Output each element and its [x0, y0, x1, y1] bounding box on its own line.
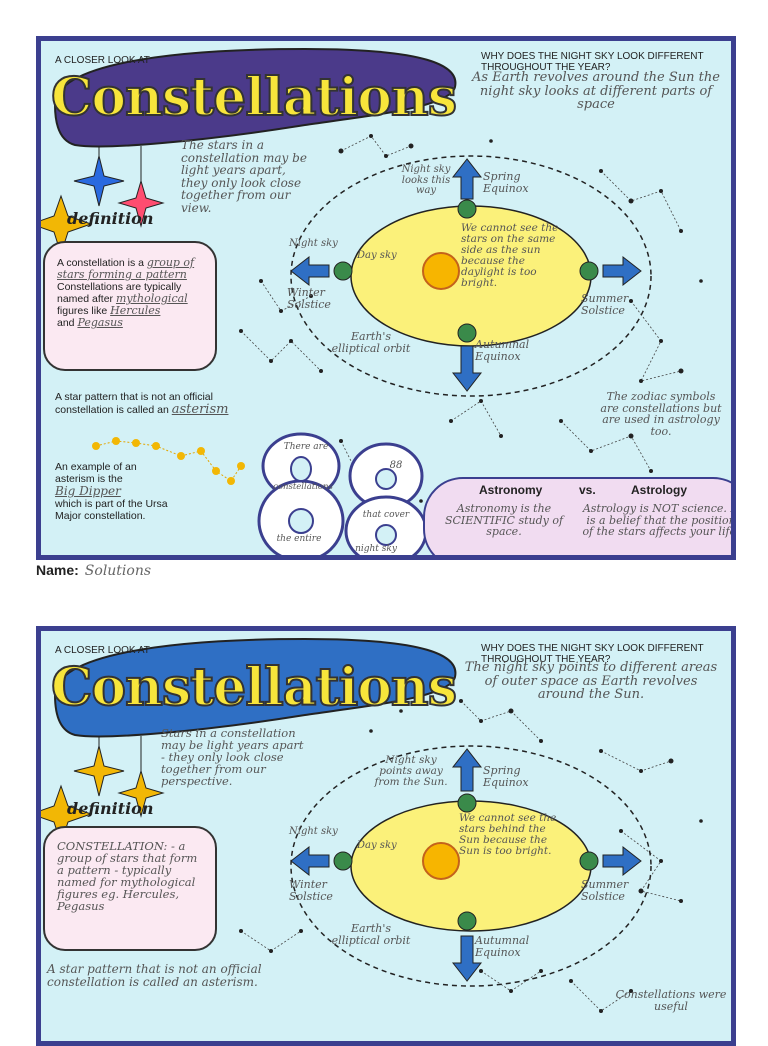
label-night-sky-top: Night sky looks this way — [401, 164, 451, 196]
def-fill-3: Hercules — [110, 304, 161, 318]
n88-a: There are — [283, 442, 329, 452]
label-spring-equinox: Spring Equinox — [483, 170, 529, 195]
n88-e: that cover — [362, 510, 410, 520]
label-autumnal-equinox-2: Autumnal Equinox — [475, 934, 530, 959]
zodiac-note: The zodiac symbols are constellations bu… — [600, 390, 722, 438]
name-label: Name: — [36, 562, 79, 578]
label-orbit-2: Earth's elliptical orbit — [331, 922, 411, 947]
number-88-graphic — [257, 432, 428, 555]
label-orbit: Earth's elliptical orbit — [331, 330, 411, 355]
label-summer-solstice-2: Summer Solstice — [581, 878, 629, 903]
question-text-2: WHY DOES THE NIGHT SKY LOOK DIFFERENT TH… — [481, 643, 704, 665]
def-fill-2: mythological — [115, 292, 188, 306]
corner-note-2: Constellations were useful — [615, 988, 727, 1013]
title-banner — [53, 47, 457, 148]
label-center-note: We cannot see the stars on the same side… — [461, 222, 559, 290]
def-fill-1: group of stars forming a pattern — [57, 256, 195, 282]
orbit-diagram — [290, 155, 652, 397]
label-spring-equinox-2: Spring Equinox — [483, 764, 529, 789]
asterism-fill: asterism — [171, 402, 229, 418]
vs-label: vs. — [579, 483, 596, 497]
label-day-sky-2: Day sky — [357, 840, 397, 851]
example-text: An example of an asterism is the Big Dip… — [55, 461, 175, 522]
label-night-sky-left: Night sky — [289, 238, 338, 249]
label-night-sky-top-2: Night sky points away from the Sun. — [374, 754, 448, 789]
label-day-sky: Day sky — [357, 250, 397, 261]
definition-text-2: CONSTELLATION: - a group of stars that f… — [57, 839, 198, 914]
astronomy-text: Astronomy is the SCIENTIFIC study of spa… — [444, 502, 564, 539]
label-winter-solstice-2: Winter Solstice — [289, 878, 333, 903]
astronomy-label: Astronomy — [479, 483, 543, 497]
star-decorations — [41, 146, 165, 256]
name-field: Name: Solutions — [36, 562, 151, 579]
def-line-3: figures like — [57, 305, 108, 318]
definition-box: A constellation is a group of stars form… — [43, 241, 217, 371]
label-center-note-2: We cannot see the stars behind the Sun b… — [459, 812, 557, 858]
constellation-dots-2 — [239, 699, 703, 1013]
question-text: WHY DOES THE NIGHT SKY LOOK DIFFERENT TH… — [481, 51, 704, 73]
n88-d: 88 — [389, 460, 403, 471]
label-autumnal-equinox: Autumnal Equinox — [475, 338, 530, 363]
stars-note: The stars in a constellation may be ligh… — [181, 138, 307, 215]
name-value: Solutions — [84, 563, 152, 579]
definition-box-2: CONSTELLATION: - a group of stars that f… — [43, 826, 217, 951]
label-summer-solstice: Summer Solstice — [581, 292, 629, 317]
def-line-4: and — [57, 317, 75, 330]
example-tail: which is part of the Ursa Major constell… — [55, 498, 168, 523]
title-banner-2 — [53, 637, 457, 738]
n88-b: constellations — [273, 482, 333, 492]
sheet-title: Constellations — [50, 66, 458, 129]
astronomy-vs-astrology-box — [423, 477, 731, 555]
n88-c: the entire — [276, 534, 322, 544]
worksheet-sample: A CLOSER LOOK AT Constellations WHY DOES… — [36, 626, 736, 1046]
def-fill-4: Pegasus — [77, 316, 123, 330]
sheet-subtitle-2: A CLOSER LOOK AT — [55, 645, 150, 656]
stars-note-2: Stars in a constellation may be light ye… — [161, 726, 304, 789]
def-line-2: Constellations are typically named after — [57, 281, 182, 306]
question-answer-2: The night sky points to different areas … — [464, 660, 718, 703]
sheet-subtitle: A CLOSER LOOK AT — [55, 55, 150, 66]
question-answer: As Earth revolves around the Sun the nig… — [472, 70, 720, 113]
definition-tag-2: definition — [67, 799, 154, 818]
definition-tag: definition — [67, 209, 154, 228]
n88-f: night sky — [355, 544, 397, 554]
asterism-text-2: A star pattern that is not an official c… — [47, 962, 262, 989]
asterism-line: A star pattern that is not an official c… — [55, 391, 213, 417]
astrology-text: Astrology is NOT science. It is a belief… — [582, 502, 736, 539]
worksheet-solutions: A CLOSER LOOK AT Constellations WHY DOES… — [36, 36, 736, 560]
def-line-1: A constellation is a — [57, 257, 144, 269]
example-fill: Big Dipper — [55, 484, 121, 499]
label-night-sky-left-2: Night sky — [289, 826, 338, 837]
sheet-title-2: Constellations — [50, 656, 458, 719]
orbit-diagram-2 — [290, 745, 652, 987]
example-line: An example of an asterism is the — [55, 461, 137, 486]
asterism-text: A star pattern that is not an official c… — [55, 391, 255, 417]
label-winter-solstice: Winter Solstice — [287, 286, 331, 311]
astrology-label: Astrology — [631, 483, 688, 497]
